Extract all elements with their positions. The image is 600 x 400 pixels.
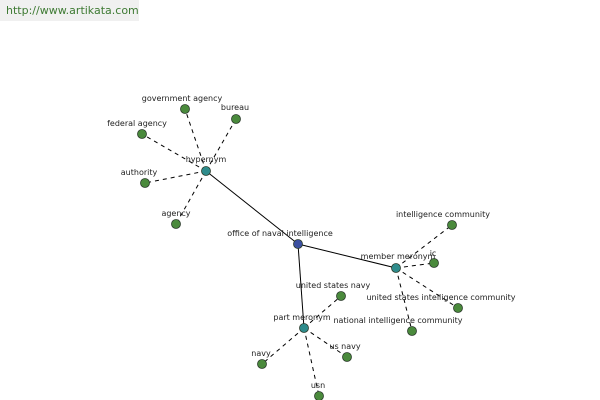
node-federal-agency[interactable] (137, 129, 147, 139)
node-us-navy[interactable] (342, 352, 352, 362)
label-us-navy: us navy (329, 342, 360, 351)
edge-office-of-naval-intelligence-to-member-meronym (297, 243, 397, 269)
node-government-agency[interactable] (180, 104, 190, 114)
edges-layer (141, 108, 459, 397)
edge-member-meronym-to-national-intelligence-community (395, 267, 413, 332)
label-bureau: bureau (221, 103, 249, 112)
node-united-states-intelligence-community[interactable] (453, 303, 463, 313)
watermark-banner: http://www.artikata.com (0, 0, 139, 21)
label-office-of-naval-intelligence: office of naval intelligence (227, 229, 333, 238)
label-ic: ic (430, 249, 437, 258)
label-usn: usn (311, 381, 325, 390)
label-intelligence-community: intelligence community (396, 210, 490, 219)
edge-hypernym-to-authority (144, 170, 207, 184)
label-federal-agency: federal agency (107, 119, 167, 128)
node-agency[interactable] (171, 219, 181, 229)
node-united-states-navy[interactable] (336, 291, 346, 301)
edge-hypernym-to-agency (175, 170, 207, 225)
label-authority: authority (121, 168, 158, 177)
edge-member-meronym-to-ic (395, 262, 435, 269)
edge-part-meronym-to-us-navy (303, 327, 348, 358)
label-government-agency: government agency (142, 94, 223, 103)
node-intelligence-community[interactable] (447, 220, 457, 230)
nodes-layer (137, 104, 463, 400)
node-member-meronym[interactable] (391, 263, 401, 273)
label-navy: navy (251, 349, 271, 358)
label-national-intelligence-community: national intelligence community (333, 316, 462, 325)
labels-layer: office of naval intelligence hypernym memb… (107, 94, 516, 390)
node-authority[interactable] (140, 178, 150, 188)
edge-office-of-naval-intelligence-to-part-meronym (297, 243, 305, 329)
edge-hypernym-to-government-agency (184, 108, 207, 172)
node-navy[interactable] (257, 359, 267, 369)
label-part-meronym: part meronym (273, 313, 330, 322)
edge-part-meronym-to-united-states-navy (303, 295, 342, 329)
watermark-url: http://www.artikata.com (6, 4, 139, 17)
node-ic[interactable] (429, 258, 439, 268)
node-office-of-naval-intelligence[interactable] (293, 239, 303, 249)
edge-hypernym-to-bureau (205, 118, 237, 172)
label-united-states-intelligence-community: united states intelligence community (366, 293, 515, 302)
edge-member-meronym-to-intelligence-community (395, 224, 453, 269)
node-national-intelligence-community[interactable] (407, 326, 417, 336)
edge-part-meronym-to-navy (261, 327, 305, 365)
label-member-meronym: member meronym (361, 252, 436, 261)
node-part-meronym[interactable] (299, 323, 309, 333)
edge-hypernym-to-federal-agency (141, 133, 207, 172)
label-hypernym: hypernym (186, 155, 227, 164)
label-agency: agency (161, 209, 190, 218)
label-united-states-navy: united states navy (296, 281, 371, 290)
edge-member-meronym-to-united-states-intelligence-community (395, 267, 459, 309)
node-bureau[interactable] (231, 114, 241, 124)
node-usn[interactable] (314, 391, 324, 400)
edge-office-of-naval-intelligence-to-hypernym (205, 170, 299, 245)
edge-part-meronym-to-usn (303, 327, 320, 397)
node-hypernym[interactable] (201, 166, 211, 176)
